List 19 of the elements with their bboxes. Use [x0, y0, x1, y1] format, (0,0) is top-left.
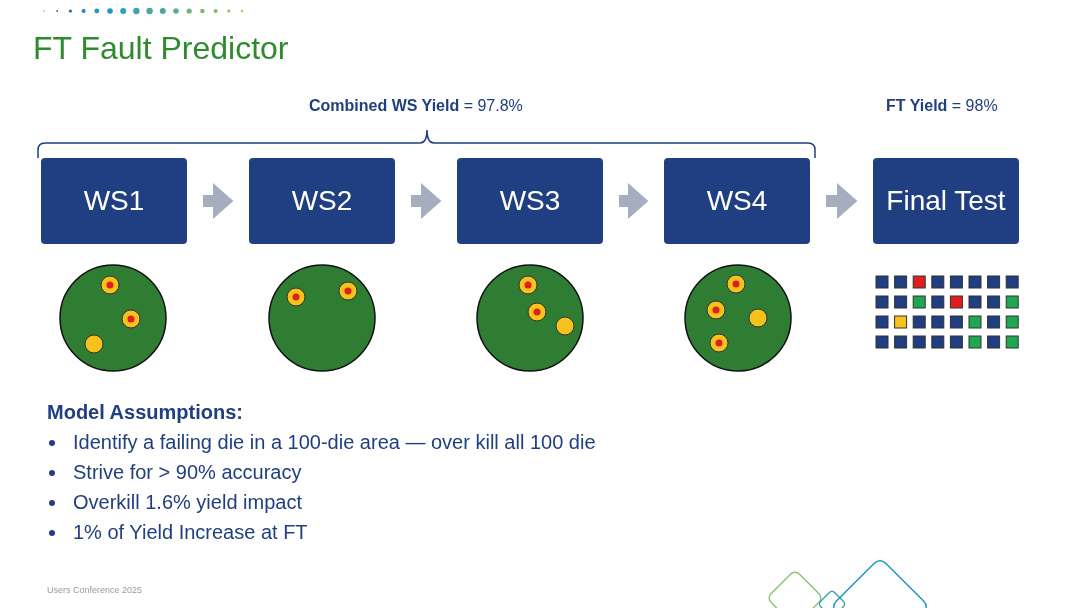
process-box — [873, 158, 1019, 244]
process-box — [457, 158, 603, 244]
slide-title: FT Fault Predictor — [33, 30, 289, 67]
process-box — [664, 158, 810, 244]
process-box — [41, 158, 187, 244]
footer-text: Users Conference 2025 — [47, 585, 143, 595]
bullet-item: Strive for > 90% accuracy — [73, 461, 302, 484]
yield-label: Combined WS Yield = 97.8% — [309, 97, 523, 115]
box-label: WS1 — [83, 185, 145, 217]
section-heading: Model Assumptions: — [47, 401, 243, 424]
bullet-item: Overkill 1.6% yield impact — [73, 491, 302, 514]
process-box — [249, 158, 395, 244]
yield-label: FT Yield = 98% — [886, 97, 998, 115]
box-label: WS3 — [499, 185, 561, 217]
box-label: WS2 — [291, 185, 353, 217]
box-label: Final Test — [886, 185, 1006, 217]
bullet-item: Identify a failing die in a 100-die area — over kill all 100 die — [73, 431, 596, 454]
bullet-item: 1% of Yield Increase at FT — [73, 521, 308, 544]
box-label: WS4 — [706, 185, 768, 217]
